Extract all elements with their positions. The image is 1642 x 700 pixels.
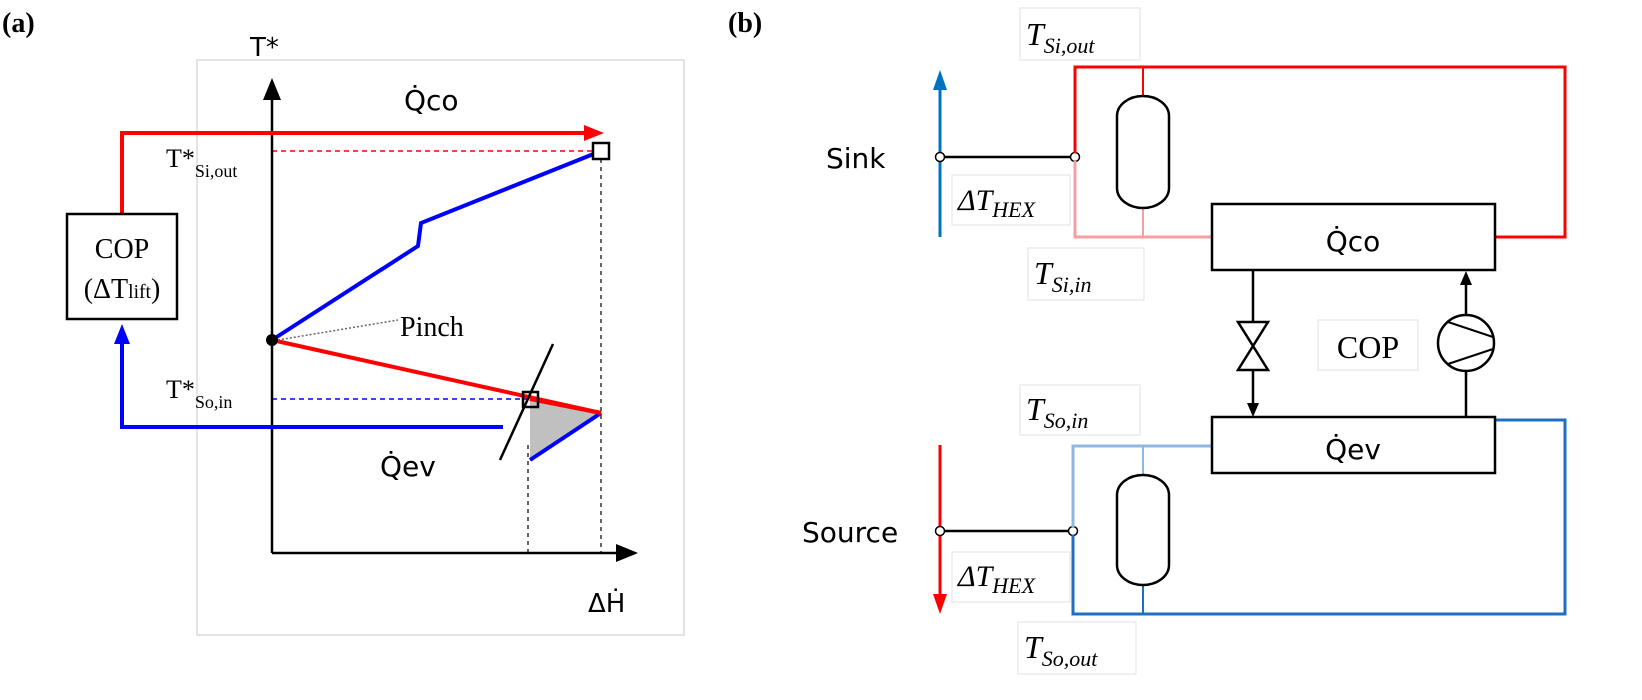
evaporator-arrowhead — [114, 324, 130, 344]
sink-dt-node-right — [1069, 151, 1081, 163]
panel-a-label: (a) — [2, 8, 35, 39]
x-axis-arrow — [616, 544, 638, 562]
evaporator-dark-pipe — [1071, 418, 1567, 616]
source-inlet-marker — [521, 390, 540, 409]
source-dt-node-right — [1067, 525, 1079, 537]
source-dt-node-left — [934, 525, 946, 537]
sink-outlet-label-box — [1019, 7, 1141, 61]
sink-stream-arrowhead — [933, 70, 947, 90]
cop-box-line1: COP — [95, 234, 149, 265]
source-dt-label-box — [951, 551, 1071, 603]
refrigerant-arrow-down — [1247, 403, 1259, 417]
condenser-arrow-path — [120, 131, 590, 213]
x-axis-label: ΔḢ — [588, 587, 625, 619]
cop-box-line2: (ΔTlift) — [84, 274, 161, 305]
source-outlet-label: TSo,out — [1024, 629, 1098, 671]
condenser-hot-pipe — [1073, 65, 1567, 239]
pinch-label: Pinch — [400, 312, 464, 343]
cold-composite-curve — [270, 149, 602, 342]
evaporator-path — [120, 338, 503, 429]
refrigerant-arrow-up — [1460, 271, 1472, 285]
source-label: Source — [802, 516, 898, 549]
cop-label: COP — [1337, 329, 1399, 365]
evaporator-duty-label: Q̇ev — [380, 450, 436, 483]
pinch-point — [266, 334, 278, 346]
heat-pump-evap-curve — [528, 411, 603, 462]
compressor-icon — [1436, 313, 1496, 373]
evaporator-label: Q̇ev — [1325, 433, 1381, 466]
pinch-leader — [277, 319, 399, 341]
sink-outlet-label: TSi,out — [1026, 16, 1095, 58]
cop-label-box — [1317, 319, 1419, 371]
expansion-valve-icon — [1235, 320, 1271, 372]
compressor-blade-lower — [1447, 348, 1494, 365]
evaporator-box — [1210, 415, 1497, 475]
condenser-duty-label: Q̇co — [404, 84, 459, 117]
condenser-box — [1210, 202, 1497, 272]
source-inlet-label: TSo,in — [1026, 391, 1088, 433]
condenser-arrowhead — [584, 125, 604, 141]
sink-inlet-label-box — [1027, 247, 1145, 301]
compressor-blade-upper — [1447, 321, 1494, 338]
source-stream-arrowhead — [933, 594, 947, 614]
source-inlet-temp-label: T*So,in — [166, 375, 232, 412]
hot-segment-shade-top — [529, 397, 602, 415]
source-dt-label: ΔTHEX — [957, 560, 1037, 598]
y-axis-label: T* — [249, 33, 279, 63]
evaporator-light-pipe — [1071, 444, 1212, 527]
sink-dt-label-box — [951, 174, 1071, 226]
sink-outlet-temp-label: T*Si,out — [166, 144, 237, 181]
sink-inlet-label: TSi,in — [1034, 255, 1092, 297]
panel-b-label: (b) — [728, 8, 762, 39]
shaded-region — [530, 399, 601, 460]
sink-dt-node-left — [934, 151, 946, 163]
panel-a: (a) COP — [2, 8, 685, 636]
sink-label: Sink — [826, 142, 886, 175]
sink-outlet-marker — [591, 141, 611, 161]
sink-dt-label: ΔTHEX — [957, 184, 1037, 222]
condenser-light-pipe — [1073, 161, 1212, 239]
cop-box — [65, 212, 179, 321]
condenser-label: Q̇co — [1326, 225, 1381, 258]
plot-frame — [196, 59, 685, 636]
source-inlet-label-box — [1019, 384, 1141, 436]
panel-b: (b) — [728, 7, 1567, 675]
y-axis-arrow — [263, 78, 281, 100]
sink-storage-tank — [1115, 94, 1171, 210]
intersection-line — [498, 343, 555, 461]
source-storage-tank — [1115, 473, 1171, 587]
source-outlet-label-box — [1017, 621, 1137, 675]
